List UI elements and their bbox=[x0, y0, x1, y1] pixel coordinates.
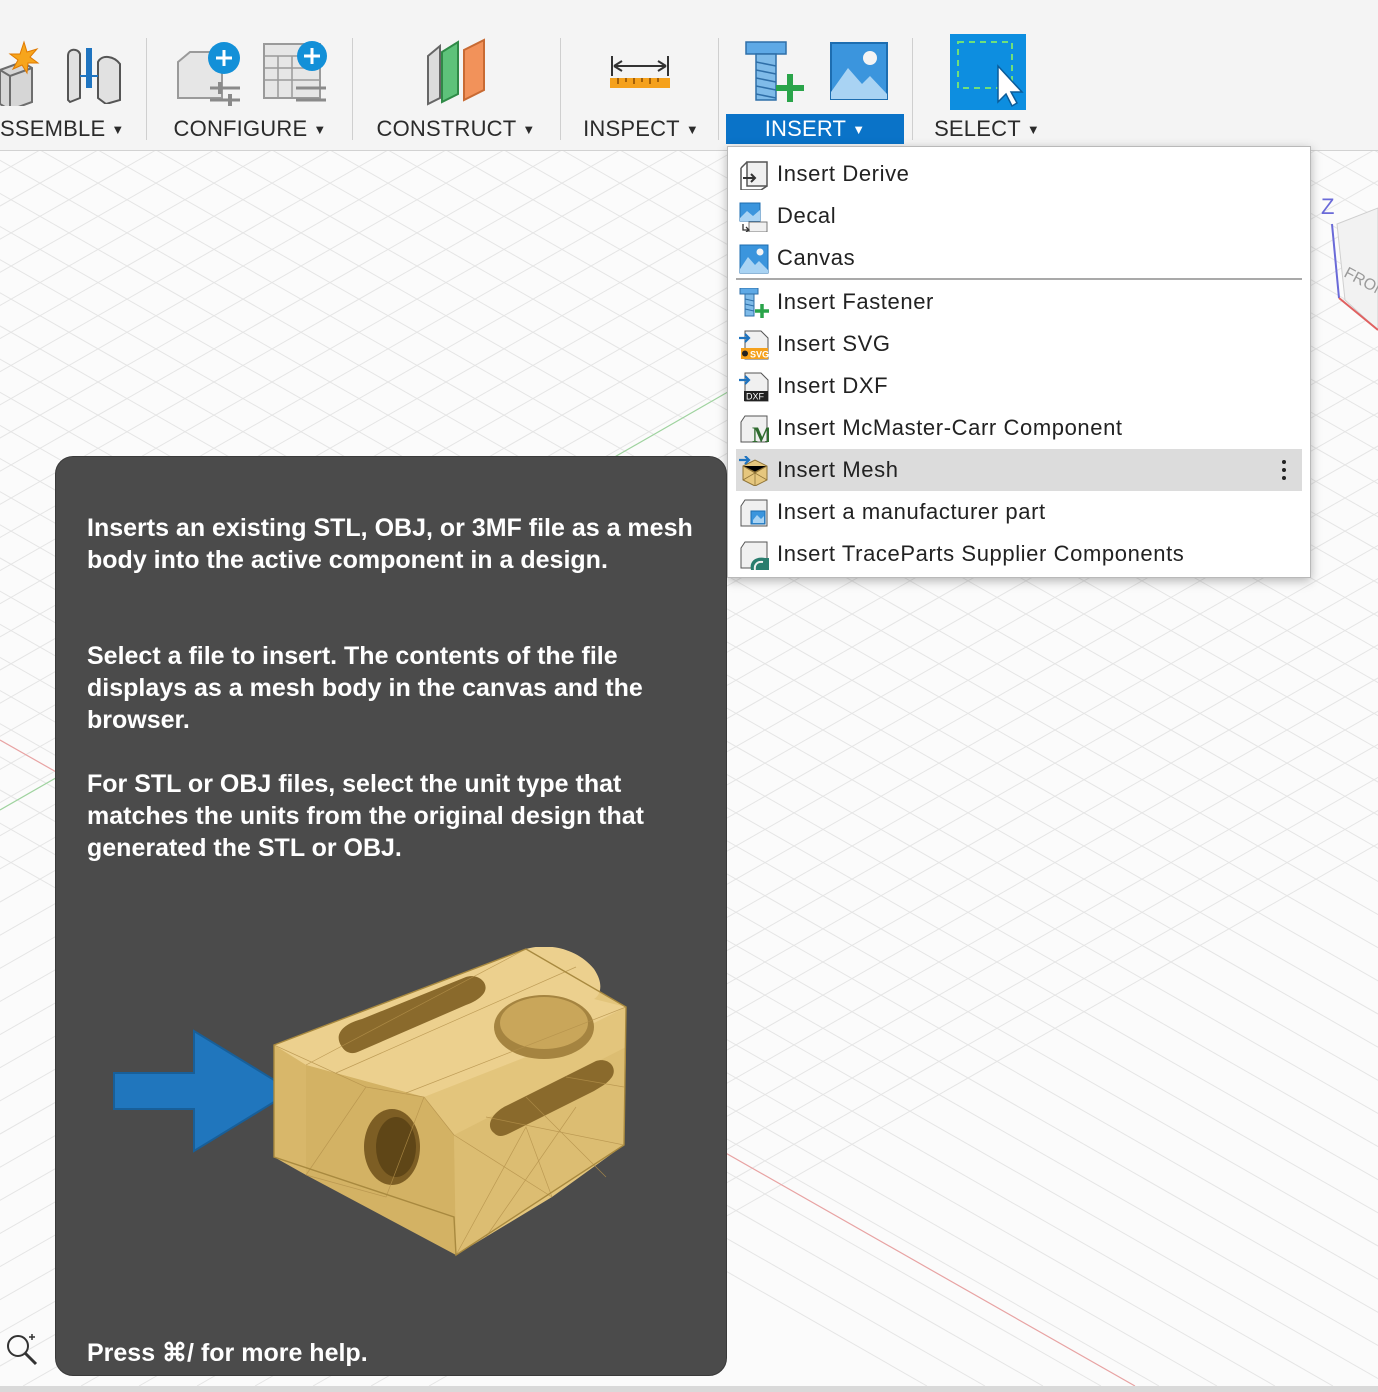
toolbar-group-assemble[interactable]: SSEMBLE ▼ bbox=[0, 0, 143, 150]
assemble-label: SSEMBLE bbox=[0, 116, 106, 141]
toolbar-separator bbox=[560, 38, 561, 140]
menu-item-label: Insert Derive bbox=[777, 161, 910, 186]
new-component-icon[interactable] bbox=[0, 40, 42, 106]
menu-divider bbox=[736, 278, 1302, 280]
joint-icon[interactable] bbox=[62, 42, 126, 104]
dxf-file-icon: DXF bbox=[739, 372, 769, 402]
menu-item-label: Insert Fastener bbox=[777, 289, 934, 314]
toolbar-group-label[interactable]: INSPECT ▼ bbox=[572, 114, 710, 144]
dropdown-caret-icon: ▼ bbox=[111, 122, 125, 137]
command-tooltip: Inserts an existing STL, OBJ, or 3MF fil… bbox=[55, 456, 727, 1376]
more-options-icon[interactable] bbox=[1282, 459, 1286, 481]
toolbar-group-insert[interactable]: INSERT ▼ bbox=[726, 0, 904, 150]
svg-file-text: SVG bbox=[750, 350, 769, 360]
menu-item-insert-fastener[interactable]: Insert Fastener bbox=[736, 281, 1302, 323]
measure-icon[interactable] bbox=[610, 54, 670, 94]
construct-plane-icon[interactable] bbox=[424, 38, 492, 106]
menu-item-insert-traceparts[interactable]: Insert TraceParts Supplier Components bbox=[736, 533, 1302, 575]
toolbar-group-configure[interactable]: CONFIGURE ▼ bbox=[160, 0, 340, 150]
configure-component-icon[interactable] bbox=[174, 38, 246, 108]
menu-item-label: Insert a manufacturer part bbox=[777, 499, 1046, 524]
toolbar-separator bbox=[912, 38, 913, 140]
toolbar-group-label[interactable]: SSEMBLE ▼ bbox=[0, 114, 143, 144]
mcmaster-icon: M bbox=[740, 415, 769, 444]
svg-file-icon: SVG bbox=[739, 330, 769, 360]
bolt-plus-icon bbox=[739, 288, 769, 318]
menu-item-insert-mesh[interactable]: Insert Mesh bbox=[736, 449, 1302, 491]
dropdown-caret-icon: ▼ bbox=[522, 122, 536, 137]
menu-item-label: Canvas bbox=[777, 245, 856, 270]
menu-item-insert-dxf[interactable]: DXF Insert DXF bbox=[736, 365, 1302, 407]
tooltip-paragraph: Select a file to insert. The contents of… bbox=[87, 642, 643, 734]
select-label: SELECT bbox=[934, 116, 1021, 141]
insert-label: INSERT bbox=[764, 116, 847, 141]
mesh-part-model bbox=[273, 947, 627, 1257]
inspect-label: INSPECT bbox=[583, 116, 680, 141]
canvas-image-icon bbox=[739, 244, 769, 274]
menu-item-label: Insert Mesh bbox=[777, 457, 899, 482]
toolbar-group-label[interactable]: SELECT ▼ bbox=[922, 114, 1052, 144]
toolbar: SSEMBLE ▼ CONFIGURE ▼ bbox=[0, 0, 1378, 151]
menu-item-insert-mcmaster-carr[interactable]: M Insert McMaster-Carr Component bbox=[736, 407, 1302, 449]
toolbar-separator bbox=[146, 38, 147, 140]
dropdown-caret-icon: ▼ bbox=[852, 122, 866, 137]
tooltip-help-hint: Press ⌘/ for more help. bbox=[87, 1339, 368, 1367]
toolbar-group-select[interactable]: SELECT ▼ bbox=[922, 0, 1052, 150]
canvas-image-icon[interactable] bbox=[830, 42, 888, 100]
zoom-window-icon[interactable] bbox=[4, 1330, 40, 1366]
menu-item-insert-derive[interactable]: Insert Derive bbox=[736, 153, 1302, 195]
toolbar-group-construct[interactable]: CONSTRUCT ▼ bbox=[362, 0, 550, 150]
insert-derive-icon bbox=[740, 161, 768, 190]
menu-item-label: Decal bbox=[777, 203, 837, 228]
dropdown-caret-icon: ▼ bbox=[685, 122, 699, 137]
insert-arrow-icon bbox=[113, 1029, 294, 1153]
view-cube[interactable]: Z FRON bbox=[1315, 190, 1378, 340]
toolbar-group-label[interactable]: INSERT ▼ bbox=[726, 114, 904, 144]
menu-item-insert-manufacturer-part[interactable]: Insert a manufacturer part bbox=[736, 491, 1302, 533]
toolbar-separator bbox=[352, 38, 353, 140]
select-window-icon[interactable] bbox=[950, 34, 1026, 110]
menu-item-label: Insert McMaster-Carr Component bbox=[777, 415, 1123, 440]
manufacturer-part-icon bbox=[740, 499, 768, 527]
menu-item-decal[interactable]: Decal bbox=[736, 195, 1302, 237]
menu-item-label: Insert SVG bbox=[777, 331, 891, 356]
toolbar-group-label[interactable]: CONSTRUCT ▼ bbox=[362, 114, 550, 144]
configure-table-icon[interactable] bbox=[260, 38, 332, 108]
construct-label: CONSTRUCT bbox=[376, 116, 517, 141]
bottom-status-bar bbox=[0, 1386, 1378, 1392]
menu-item-label: Insert DXF bbox=[777, 373, 889, 398]
tooltip-paragraph: Inserts an existing STL, OBJ, or 3MF fil… bbox=[87, 514, 693, 574]
mcmaster-letter: M bbox=[752, 422, 769, 444]
toolbar-separator bbox=[718, 38, 719, 140]
menu-item-canvas[interactable]: Canvas bbox=[736, 237, 1302, 279]
mesh-insert-illustration bbox=[113, 947, 627, 1257]
traceparts-icon bbox=[740, 541, 769, 570]
insert-dropdown-menu: Insert Derive Decal Canvas Insert Fasten… bbox=[727, 146, 1311, 578]
dropdown-caret-icon: ▼ bbox=[1026, 122, 1040, 137]
dxf-file-text: DXF bbox=[746, 392, 765, 402]
menu-item-label: Insert TraceParts Supplier Components bbox=[777, 541, 1185, 566]
tooltip-paragraph: For STL or OBJ files, select the unit ty… bbox=[87, 770, 645, 862]
configure-label: CONFIGURE bbox=[173, 116, 308, 141]
menu-item-insert-svg[interactable]: SVG Insert SVG bbox=[736, 323, 1302, 365]
z-axis-label: Z bbox=[1321, 194, 1334, 219]
mesh-icon bbox=[739, 456, 768, 486]
dropdown-caret-icon: ▼ bbox=[313, 122, 327, 137]
toolbar-group-inspect[interactable]: INSPECT ▼ bbox=[572, 0, 710, 150]
decal-icon bbox=[739, 202, 768, 232]
toolbar-group-label[interactable]: CONFIGURE ▼ bbox=[160, 114, 340, 144]
bolt-plus-icon[interactable] bbox=[742, 40, 808, 106]
